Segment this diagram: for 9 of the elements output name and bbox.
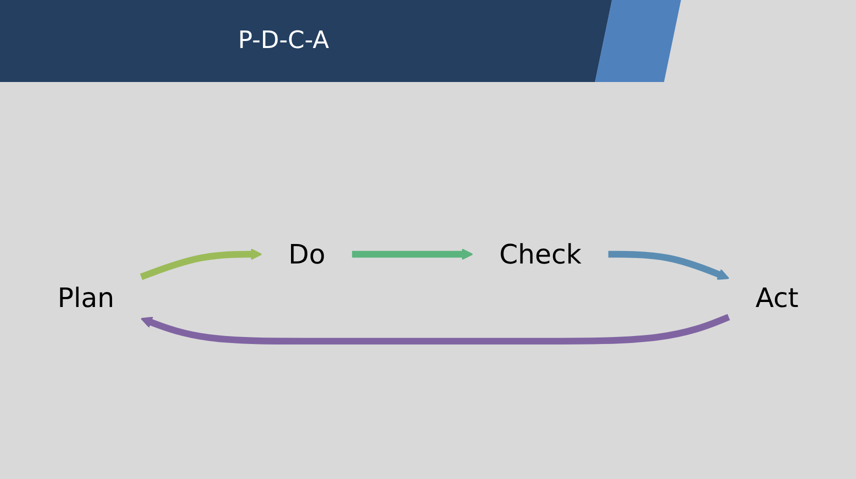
node-text: Act bbox=[755, 282, 799, 314]
arrow bbox=[140, 314, 730, 345]
node-text: Check bbox=[499, 238, 582, 270]
node-text: Plan bbox=[57, 282, 114, 314]
arrow bbox=[608, 250, 730, 280]
title: P-D-C-A bbox=[238, 25, 330, 56]
arrow bbox=[140, 248, 262, 280]
node-text: Do bbox=[288, 238, 326, 270]
arrow bbox=[352, 248, 474, 260]
